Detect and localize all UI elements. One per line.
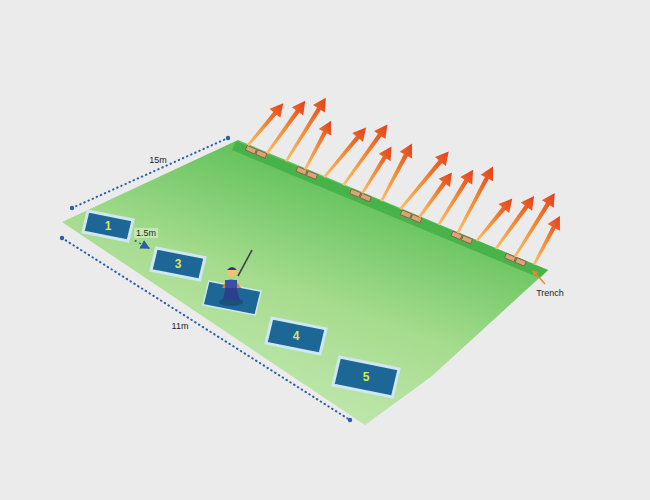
station-square: 4 — [266, 318, 326, 354]
dimension-end — [60, 136, 352, 422]
station-number: 4 — [293, 329, 300, 343]
spacing-connector — [135, 241, 149, 249]
dimension-label: 11m — [172, 321, 189, 331]
emission-arrow — [380, 144, 412, 202]
emission-arrows — [247, 98, 560, 265]
trench-segment — [451, 231, 462, 239]
trench-segment — [461, 235, 472, 243]
station-square — [203, 281, 261, 315]
emission-arrow — [266, 101, 305, 154]
trench-segment — [256, 150, 267, 158]
emission-arrow — [533, 216, 560, 265]
emission-arrow — [495, 196, 534, 249]
trench-segment — [360, 193, 371, 201]
trench-segment — [350, 189, 361, 197]
trench-segment — [306, 171, 317, 179]
trench — [245, 145, 526, 266]
emission-arrow — [304, 121, 331, 170]
emission-arrow — [457, 167, 493, 234]
leader-line — [532, 270, 545, 284]
dimension-label: 15m — [149, 155, 167, 165]
spacing-label: 1.5m — [134, 228, 158, 238]
trench-segment — [245, 145, 256, 153]
station-square: 5 — [333, 357, 399, 397]
emission-arrow — [342, 125, 387, 186]
player-figure — [219, 250, 252, 306]
dimension-line — [62, 138, 350, 420]
field-back-strip — [232, 141, 548, 278]
station-square: 1 — [83, 211, 133, 241]
station-square: 3 — [151, 248, 205, 280]
emission-arrow — [361, 147, 391, 194]
station-number: 5 — [363, 370, 370, 384]
trench-segment — [400, 210, 411, 218]
field — [62, 140, 548, 425]
trench-segment — [515, 258, 526, 266]
emission-arrow — [514, 193, 555, 257]
emission-arrow — [285, 98, 326, 162]
trench-segment — [505, 253, 516, 261]
station-number: 1 — [105, 219, 112, 233]
emission-arrow — [323, 127, 366, 178]
callout-label: Trench — [536, 288, 564, 298]
station-number: 3 — [175, 257, 182, 271]
